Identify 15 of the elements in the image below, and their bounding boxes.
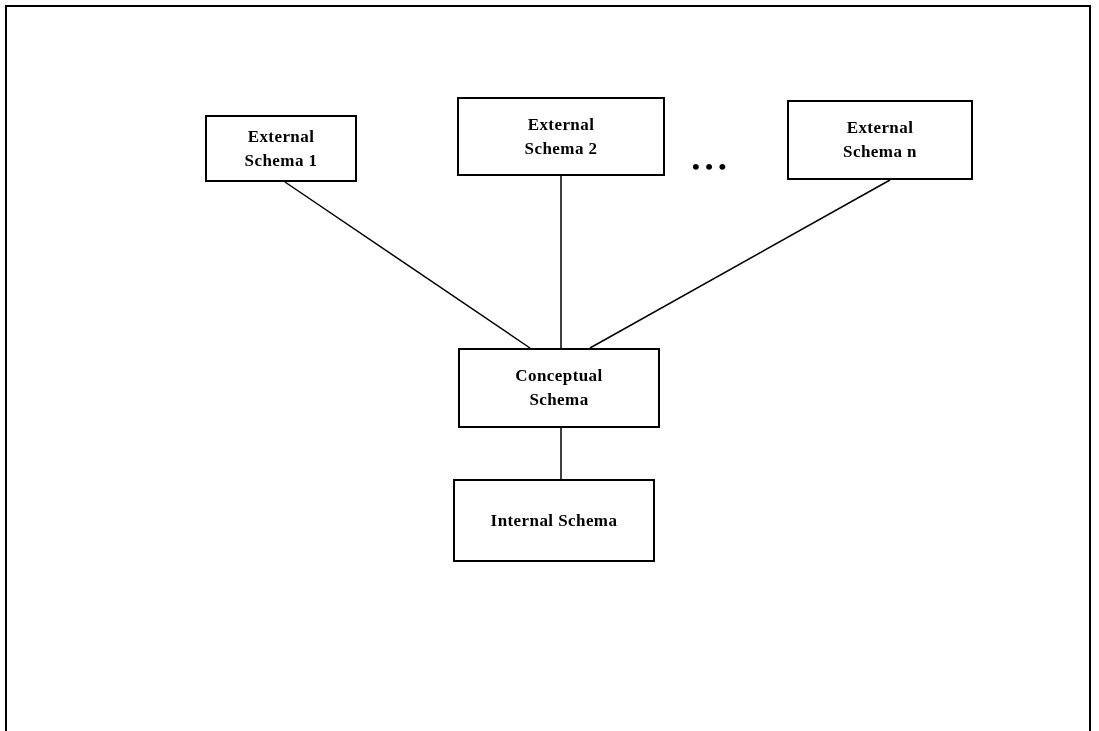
schema-box <box>458 348 660 428</box>
connector-line <box>589 179 891 349</box>
box-label: External Schema n <box>842 117 918 163</box>
schema-box <box>453 479 655 562</box>
schema-box <box>457 97 665 176</box>
box-label: External Schema 1 <box>243 125 319 172</box>
ellipsis-label: • • • <box>692 153 727 181</box>
connector-line <box>284 181 531 349</box>
box-label: External Schema 2 <box>523 113 599 160</box>
connector-line <box>560 175 562 349</box>
box-label: Conceptual Schema <box>514 365 604 411</box>
schema-box <box>205 115 357 182</box>
schema-box <box>787 100 973 180</box>
connector-line <box>560 427 562 480</box>
box-label: Internal Schema <box>490 509 618 532</box>
